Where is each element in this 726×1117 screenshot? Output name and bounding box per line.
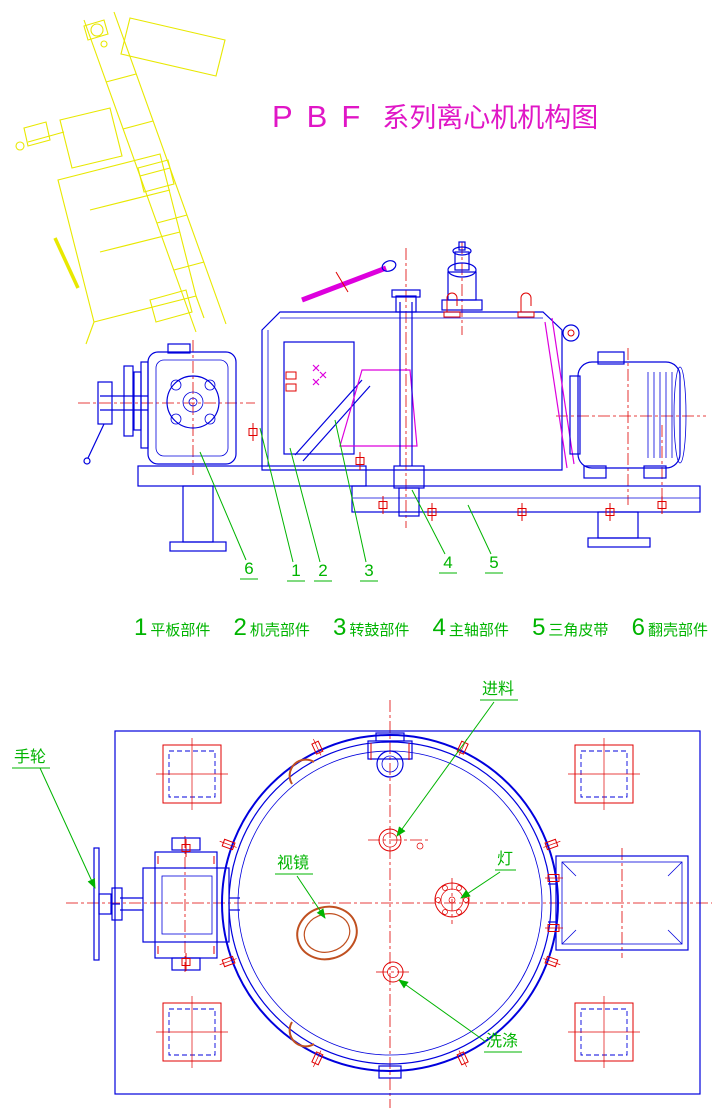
feed-pipe [301,260,397,303]
handwheel-lever [87,423,105,459]
main-shaft [391,289,425,517]
legend-number: 6 [631,614,645,641]
lid-hook [517,292,535,318]
side-elevation-view: 6 1 2 3 4 5 [78,241,706,582]
ghost-casing [57,153,197,323]
legend-number: 1 [134,614,148,641]
label-wash: 洗涤 [486,1032,518,1050]
callout-5: 5 [489,553,498,572]
casing [261,311,563,471]
legend-label: 转鼓部件 [349,622,410,639]
motor [569,351,687,479]
plan-labels: 手轮 进料 视镜 灯 洗涤 [12,680,522,1053]
legend-item-6: 6 翻壳部件 [632,614,708,642]
callout-3: 3 [364,561,373,580]
label-sight-glass: 视镜 [277,853,309,872]
bottom-drain [378,1065,402,1079]
legend-item-1: 1 平板部件 [134,614,210,642]
plan-centerlines [66,700,712,1108]
side-centerlines [78,242,706,528]
label-feed: 进料 [482,680,514,698]
legend-label: 翻壳部件 [647,622,708,639]
side-bolts [248,422,667,522]
drum [339,369,418,447]
callout-1: 1 [291,561,300,580]
legend-number: 4 [432,614,446,641]
legend-label: 主轴部件 [448,622,509,639]
legend-number: 5 [532,614,546,641]
lid-hook [443,292,461,318]
side-callouts: 6 1 2 3 4 5 [199,419,503,582]
corner-pad-tr [568,738,640,810]
ghost-gearbox [59,107,123,169]
legend-number: 2 [233,614,247,641]
label-lamp: 灯 [497,850,513,868]
legend-label: 平板部件 [150,622,211,639]
callout-4: 4 [443,553,452,572]
ghost-motor [120,17,226,77]
corner-pad-br [568,996,640,1068]
corner-pad-bl [156,996,228,1068]
weld-marks [312,364,327,386]
legend-label: 三角皮带 [548,622,609,639]
label-handwheel: 手轮 [14,748,46,766]
drawing-title-cjk: 系列离心机机构图 [382,103,599,133]
plan-handwheel [93,847,100,961]
ghost-pipe [53,237,80,289]
legend-item-4: 4 主轴部件 [433,614,509,642]
legend-item-5: 5 三角皮带 [532,614,608,642]
plan-drive-assembly [93,837,240,972]
corner-pad-tl [156,738,228,810]
plan-view: 手轮 进料 视镜 灯 洗涤 [12,680,712,1108]
top-valve [441,241,483,311]
parts-legend: 1 平板部件 2 机壳部件 3 转鼓部件 4 主轴部件 5 三角皮带 6 翻壳部… [134,614,708,642]
top-flange [367,732,413,778]
legend-label: 机壳部件 [249,622,310,639]
gearbox-assembly [83,343,237,465]
legend-number: 3 [333,614,347,641]
callout-2: 2 [318,561,327,580]
feed-port [378,828,424,852]
sight-glass-port [296,905,358,961]
legend-item-3: 3 转鼓部件 [333,614,409,642]
wash-port [382,961,404,983]
callout-6: 6 [244,559,253,578]
lid-handle-top [288,758,315,785]
drawing-title-latin: PBF [272,99,375,134]
ghost-rotated-view [15,11,227,345]
lid-handle-bottom [288,1021,315,1048]
legend-item-2: 2 机壳部件 [234,614,310,642]
base-plate [114,730,701,1095]
ghost-coupling [23,121,51,147]
discharge-table [544,855,689,951]
lamp-port [434,882,470,918]
